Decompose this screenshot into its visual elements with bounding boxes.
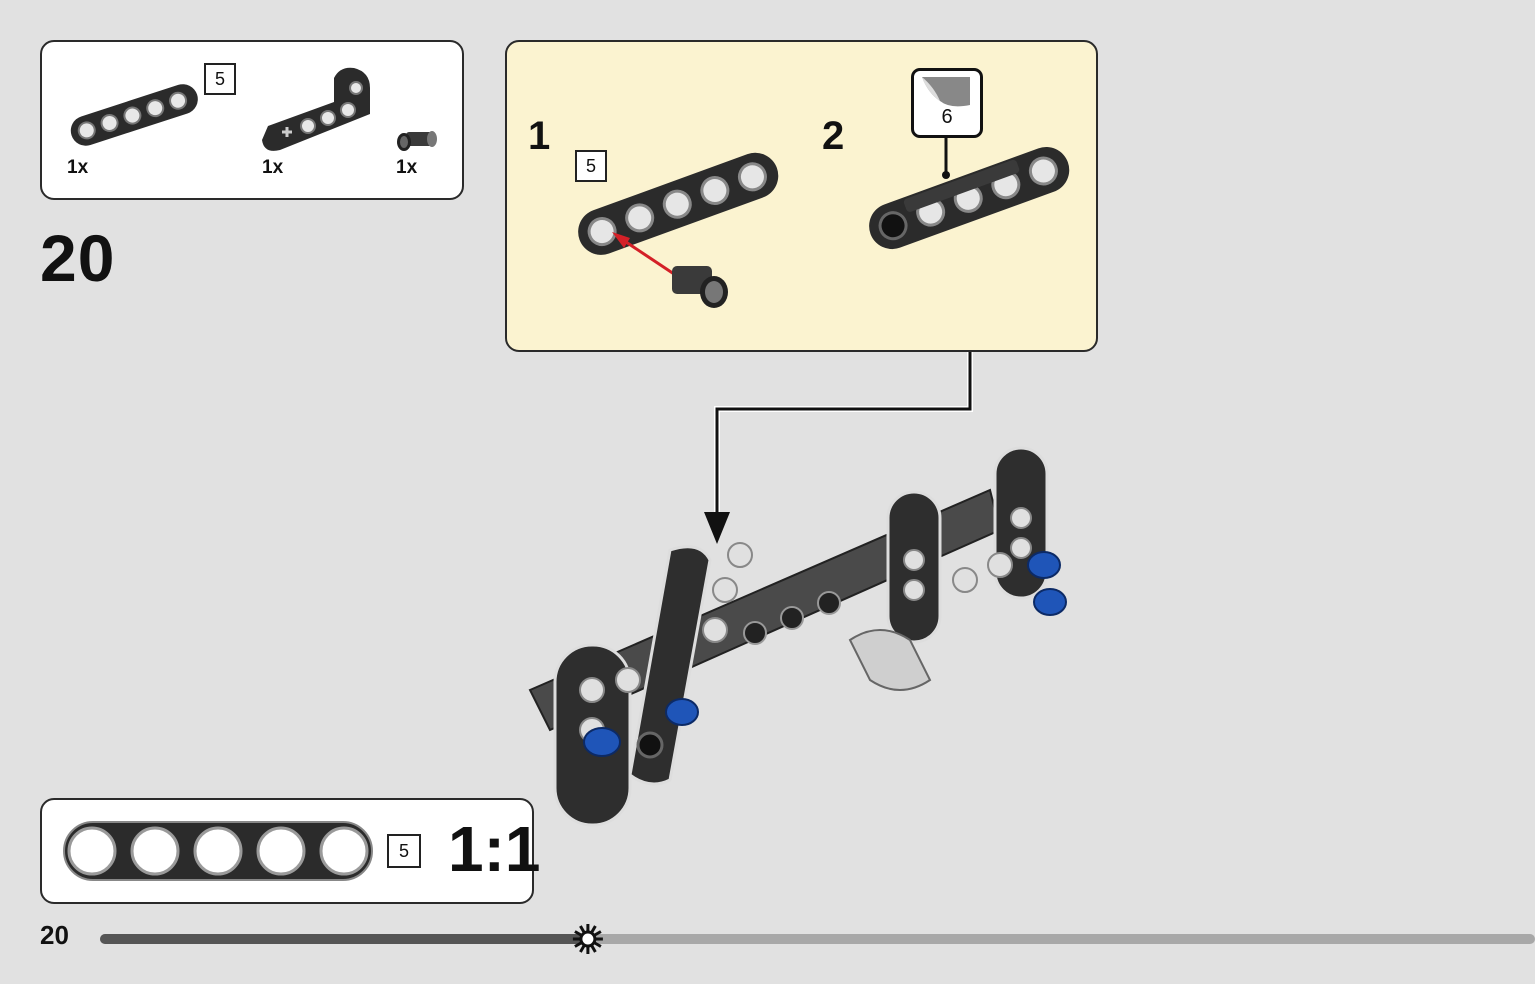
angled-beam-part-image [262, 67, 370, 151]
beam-5-part-image [70, 84, 198, 146]
callout-connector-arrow [704, 352, 973, 544]
parts-length-badge: 5 [204, 63, 236, 95]
part-quantity: 1x [262, 157, 284, 178]
part-quantity: 1x [396, 157, 418, 178]
sticker-pointer-line [942, 137, 950, 179]
sticker-badge: 6 [911, 68, 983, 138]
scale-beam-hole [67, 826, 117, 876]
sub-step-length-badge: 5 [575, 150, 607, 182]
part-quantity: 1x [67, 157, 89, 178]
sticker-icon [922, 77, 970, 107]
scale-beam-hole [130, 826, 180, 876]
sticker-number: 6 [941, 106, 953, 128]
progress-marker-icon [572, 924, 603, 954]
scale-beam-hole [256, 826, 306, 876]
sub-step-2-beam-image [869, 146, 1070, 250]
progress-bar [100, 924, 1535, 954]
sub-step-1-beam-image [578, 152, 779, 308]
scale-length-badge: 5 [387, 834, 421, 868]
sub-step-number: 1 [528, 114, 551, 158]
connector-pin-part-image [397, 131, 437, 151]
scale-beam-image [63, 821, 373, 881]
page-number: 20 [40, 920, 69, 950]
scale-beam-hole [193, 826, 243, 876]
scale-ratio: 1:1 [448, 813, 541, 885]
step-number: 20 [40, 221, 116, 295]
main-assembly-model [528, 446, 1067, 827]
sub-step-number: 2 [822, 114, 845, 158]
scale-beam-hole [319, 826, 369, 876]
